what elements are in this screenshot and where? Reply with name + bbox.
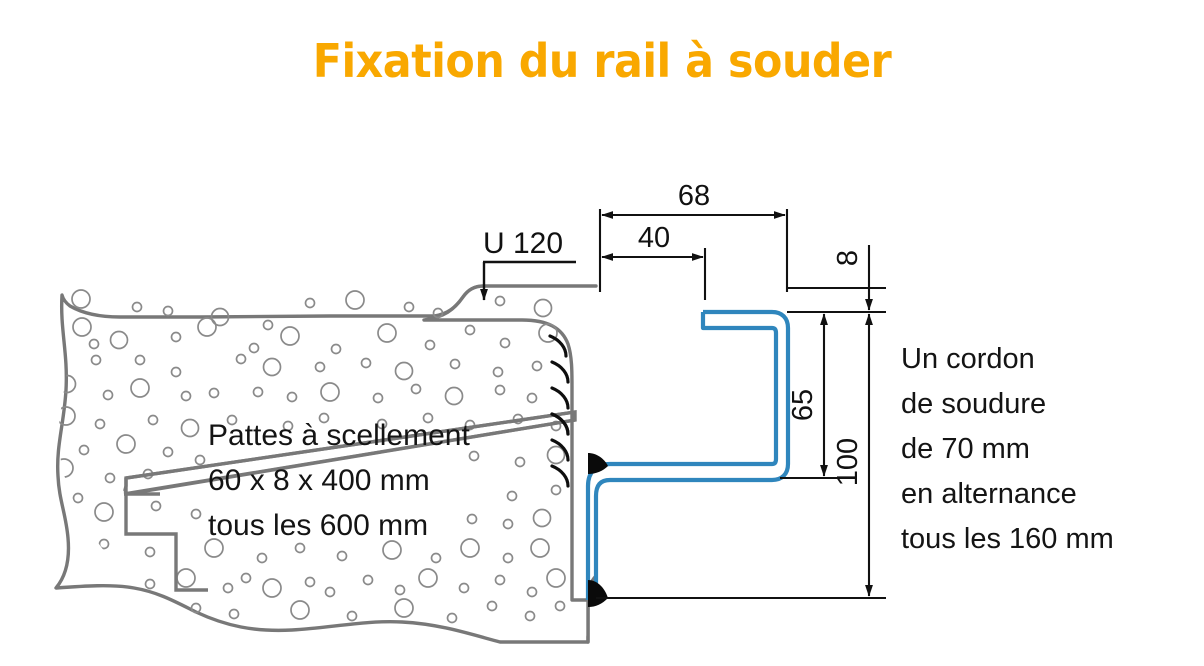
weld-bead-top <box>588 453 608 474</box>
weld-annotation-line-3: de 70 mm <box>901 433 1030 465</box>
dimension-set: 68 40 8 65 100 <box>596 180 886 600</box>
rail-profile <box>585 309 791 600</box>
anchor-plate-hook-left <box>124 478 208 592</box>
concrete-aggregate-pattern <box>58 289 566 624</box>
weld-annotation-line-1: Un cordon <box>901 343 1035 375</box>
rail-outer-contour <box>593 309 791 600</box>
anchor-plate <box>123 410 577 592</box>
dim-label-100: 100 <box>832 438 864 486</box>
concrete-outline-path <box>54 284 598 644</box>
concrete-section <box>54 284 598 644</box>
u120-label: U 120 <box>483 227 563 260</box>
weld-annotation: Un cordon de soudure de 70 mm en alterna… <box>901 337 1114 562</box>
weld-annotation-line-5: tous les 160 mm <box>901 523 1114 555</box>
dim-label-8: 8 <box>832 250 864 266</box>
weld-annotation-line-4: en alternance <box>901 478 1077 510</box>
dim-label-65: 65 <box>787 389 819 421</box>
anchor-plate-lower-edge <box>123 418 576 496</box>
anchor-plate-upper-edge <box>125 410 576 480</box>
weld-annotation-line-2: de soudure <box>901 388 1047 420</box>
dim-label-40: 40 <box>638 222 670 254</box>
anchor-annotation-line-2: 60 x 8 x 400 mm <box>208 464 430 497</box>
concrete-top-fillet <box>422 284 590 644</box>
anchor-annotation-line-1: Pattes à scellement <box>208 419 470 452</box>
rail-inner-contour <box>585 312 779 600</box>
weld-bead-bottom <box>588 580 608 607</box>
page-title: Fixation du rail à souder <box>312 34 892 88</box>
u120-callout: U 120 <box>480 227 576 301</box>
weld-beads <box>588 453 608 607</box>
anchor-annotation: Pattes à scellement 60 x 8 x 400 mm tous… <box>208 413 470 548</box>
anchor-annotation-line-3: tous les 600 mm <box>208 509 429 542</box>
break-line-arcs <box>548 334 570 488</box>
dim-label-68: 68 <box>678 180 710 212</box>
